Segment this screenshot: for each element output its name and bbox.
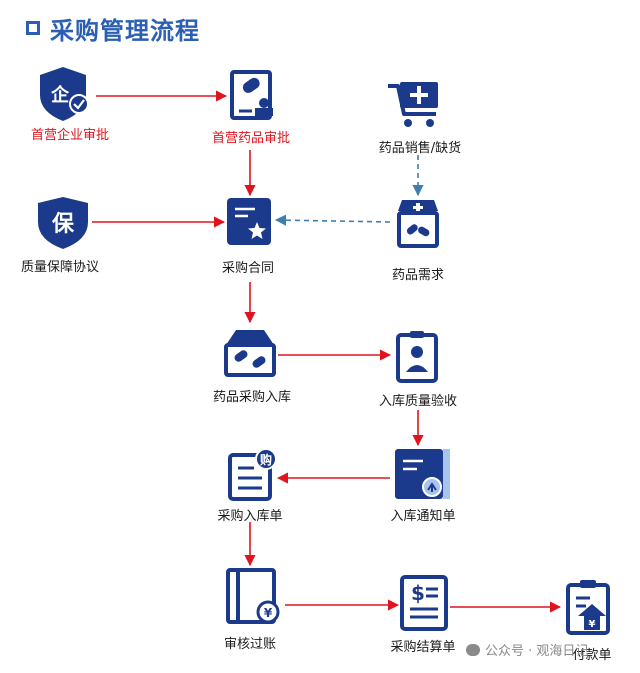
- label-stock-in-notice: 入库通知单: [390, 509, 456, 524]
- shield-guarantee-icon: 保: [38, 197, 88, 249]
- notice-document-icon: [395, 449, 450, 499]
- shield-enterprise-icon: 企: [40, 67, 89, 121]
- contract-star-icon: [227, 198, 271, 245]
- watermark-text: 公众号 · 观海日记: [485, 644, 589, 659]
- purchase-glyph: 购: [260, 452, 272, 467]
- label-drug-stock-in: 药品采购入库: [212, 390, 292, 405]
- dollar-glyph: $: [411, 581, 425, 605]
- square-icon: [26, 21, 40, 35]
- label-quality-agreement: 质量保障协议: [20, 260, 100, 275]
- arrow-demand-to-contract: [274, 214, 391, 226]
- wechat-icon: [466, 643, 480, 656]
- label-purchase-contract: 采购合同: [221, 261, 275, 276]
- label-settlement: 采购结算单: [390, 640, 456, 655]
- medicine-box-icon: [224, 330, 276, 377]
- clipboard-inspector-icon: [396, 331, 438, 383]
- payment-yuan-glyph: ¥: [589, 619, 596, 630]
- label-quality-check: 入库质量验收: [378, 394, 458, 409]
- document-drug-icon: [230, 70, 273, 120]
- label-stock-in-form: 采购入库单: [217, 509, 283, 524]
- yuan-glyph: ¥: [264, 606, 273, 620]
- ledger-yuan-icon: ¥: [226, 568, 280, 624]
- payment-clipboard-icon: ¥: [566, 580, 610, 635]
- page-title: 采购管理流程: [26, 12, 200, 45]
- arrows: [92, 90, 562, 613]
- label-audit-posting: 审核过账: [223, 637, 277, 652]
- label-payment: 付款单: [572, 648, 612, 663]
- guarantee-glyph: 保: [51, 212, 75, 237]
- settlement-dollar-icon: $: [400, 575, 448, 631]
- watermark: 公众号 · 观海日记: [466, 640, 588, 659]
- label-drug-sales: 药品销售/缺货: [378, 141, 462, 156]
- label-first-drug: 首营药品审批: [211, 131, 291, 146]
- page-title-text: 采购管理流程: [50, 16, 200, 45]
- cart-medical-icon: [388, 82, 438, 127]
- pharmacy-store-icon: [397, 200, 439, 248]
- label-drug-demand: 药品需求: [391, 268, 445, 283]
- purchase-form-icon: 购: [228, 448, 277, 501]
- label-first-enterprise: 首营企业审批: [30, 128, 110, 143]
- enterprise-glyph: 企: [50, 84, 70, 106]
